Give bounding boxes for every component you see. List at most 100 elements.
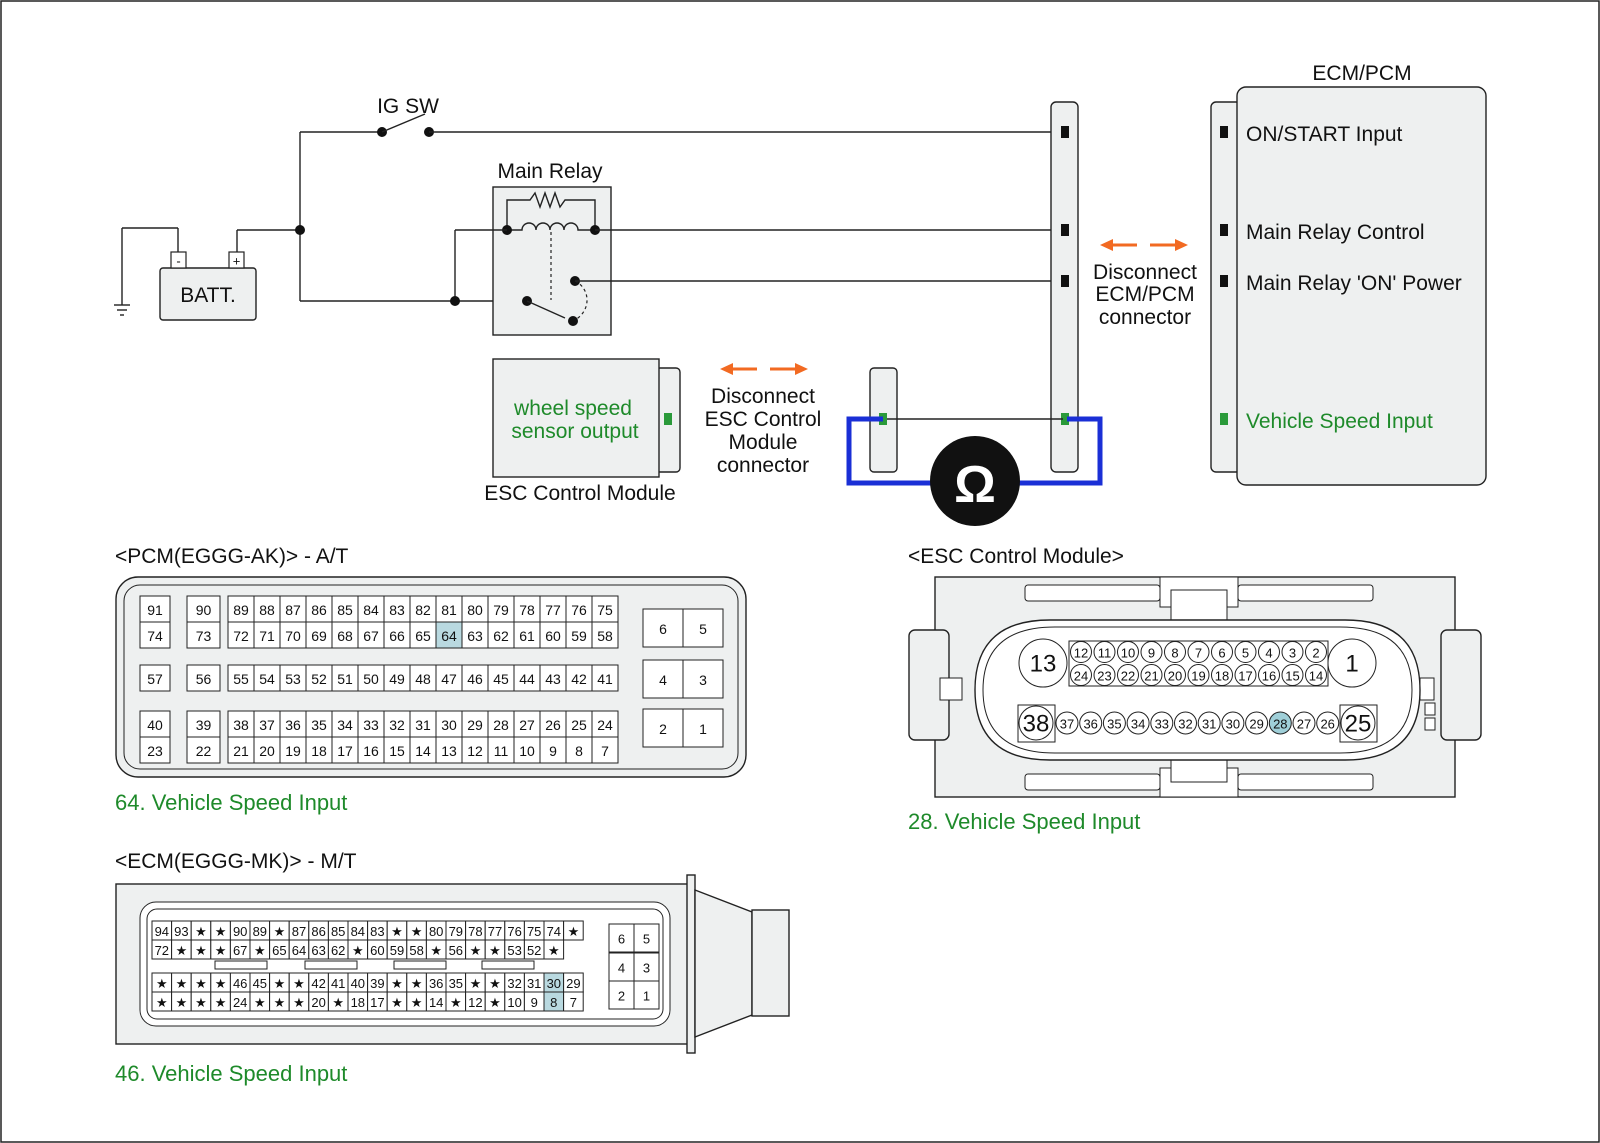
pin-label: 33 <box>1155 717 1169 732</box>
disconnect-esc-line3: Module <box>729 431 798 454</box>
pin-label: 25 <box>571 717 587 733</box>
pin-label: 67 <box>233 943 247 958</box>
pin-label: ★ <box>176 995 188 1010</box>
key-slot <box>393 960 447 970</box>
pin-label: 76 <box>507 924 521 939</box>
pin-cell <box>513 621 541 649</box>
pin-label: 29 <box>467 717 483 733</box>
pin-label: 67 <box>363 628 379 644</box>
pin-label: 87 <box>292 924 306 939</box>
main-relay-label: Main Relay <box>497 160 603 183</box>
pin-label: 19 <box>285 743 301 759</box>
pcm-connector-title: <PCM(EGGG-AK)> - A/T <box>115 545 349 568</box>
ohmmeter: Ω <box>846 416 1103 526</box>
pin-label: 31 <box>415 717 431 733</box>
pin <box>1258 641 1280 663</box>
pin <box>1305 641 1327 663</box>
pin-cell <box>513 736 541 764</box>
pin-label: 7 <box>570 995 577 1010</box>
pin-cell <box>227 621 255 649</box>
pin-label: ★ <box>489 976 501 991</box>
pin-cell <box>682 708 724 748</box>
battery-minus: - <box>176 254 180 269</box>
pin <box>1187 641 1210 663</box>
pin-cell <box>539 736 567 764</box>
ecm-connector-caption: 46. Vehicle Speed Input <box>115 1061 347 1086</box>
pin-label: 18 <box>1215 669 1229 684</box>
pin-cell <box>435 595 463 623</box>
ecm-pin-relay-power: Main Relay 'ON' Power <box>1246 272 1462 295</box>
pin-label: 17 <box>1238 669 1252 684</box>
pin-label: ★ <box>195 924 207 939</box>
pin-cell <box>565 621 593 649</box>
pin-cell <box>357 664 385 692</box>
key-slot <box>214 960 268 970</box>
disconnect-ecm-line1: Disconnect <box>1093 261 1197 284</box>
pin-label: 26 <box>1320 717 1334 732</box>
pin-cell <box>461 736 489 764</box>
pin-label: 17 <box>370 995 384 1010</box>
pin-label: 18 <box>351 995 365 1010</box>
pin-label: 35 <box>311 717 327 733</box>
pin-label: 66 <box>389 628 405 644</box>
pin-label: 50 <box>363 671 379 687</box>
pin-label: 64 <box>441 628 457 644</box>
pin-label: 13 <box>441 743 457 759</box>
pin-cell <box>357 710 385 738</box>
pin-label: 89 <box>233 602 249 618</box>
pin-label: 24 <box>597 717 613 733</box>
pin-label: 54 <box>259 671 275 687</box>
pin-label: 28 <box>1273 717 1287 732</box>
pin-label: 83 <box>389 602 405 618</box>
pin-cell <box>409 595 437 623</box>
pin-label: 4 <box>659 672 667 688</box>
ecm-pin-relay-control: Main Relay Control <box>1246 221 1425 244</box>
pin-label: ★ <box>489 943 501 958</box>
pin-label: 46 <box>233 976 247 991</box>
pin-label: 11 <box>494 743 509 759</box>
pin-label: 79 <box>493 602 509 618</box>
pin-label: 86 <box>311 924 325 939</box>
pin-label: ★ <box>215 976 227 991</box>
pin-label: 43 <box>545 671 561 687</box>
pin-label: 27 <box>519 717 535 733</box>
pin-cell <box>186 621 221 649</box>
pin <box>1211 664 1233 686</box>
pin-label: 8 <box>575 743 583 759</box>
pin-label: ★ <box>411 995 423 1010</box>
ecm-pin-vehicle-speed: Vehicle Speed Input <box>1246 410 1433 433</box>
pin-label: 12 <box>468 995 482 1010</box>
pin-label: 72 <box>155 943 169 958</box>
pin-label: 36 <box>1083 717 1097 732</box>
pin-label: 4 <box>618 961 625 976</box>
pin-label: 39 <box>196 717 212 733</box>
pin-cell <box>139 664 171 692</box>
disconnect-esc-line2: ESC Control <box>705 408 822 431</box>
esc-module-text-1: wheel speed <box>513 397 632 420</box>
pin-cell <box>591 621 619 649</box>
pin-label: 85 <box>337 602 353 618</box>
pin-cell <box>383 736 411 764</box>
pin-cell <box>139 595 171 623</box>
pin-label: 24 <box>1074 669 1088 684</box>
pin-label: 29 <box>1249 717 1263 732</box>
pin-label: 6 <box>659 621 667 637</box>
pin-cell <box>305 664 333 692</box>
pin-label: 23 <box>1097 669 1111 684</box>
ground-symbol <box>114 227 179 316</box>
pin-label: 30 <box>547 976 561 991</box>
ecm-pcm-module: ECM/PCM ON/START Input Main Relay Contro… <box>1210 62 1487 486</box>
pin-label: 83 <box>370 924 384 939</box>
pin-label: 59 <box>390 943 404 958</box>
esc-control-module: wheel speed sensor output ESC Control Mo… <box>484 358 681 505</box>
pin-cell <box>227 736 255 764</box>
pin-label: 10 <box>1121 646 1135 661</box>
esc-connector-caption: 28. Vehicle Speed Input <box>908 809 1140 834</box>
pin-label: 77 <box>545 602 561 618</box>
pin-label: 9 <box>549 743 557 759</box>
disconnect-esc-line4: connector <box>717 454 809 477</box>
pin-label: 15 <box>389 743 405 759</box>
